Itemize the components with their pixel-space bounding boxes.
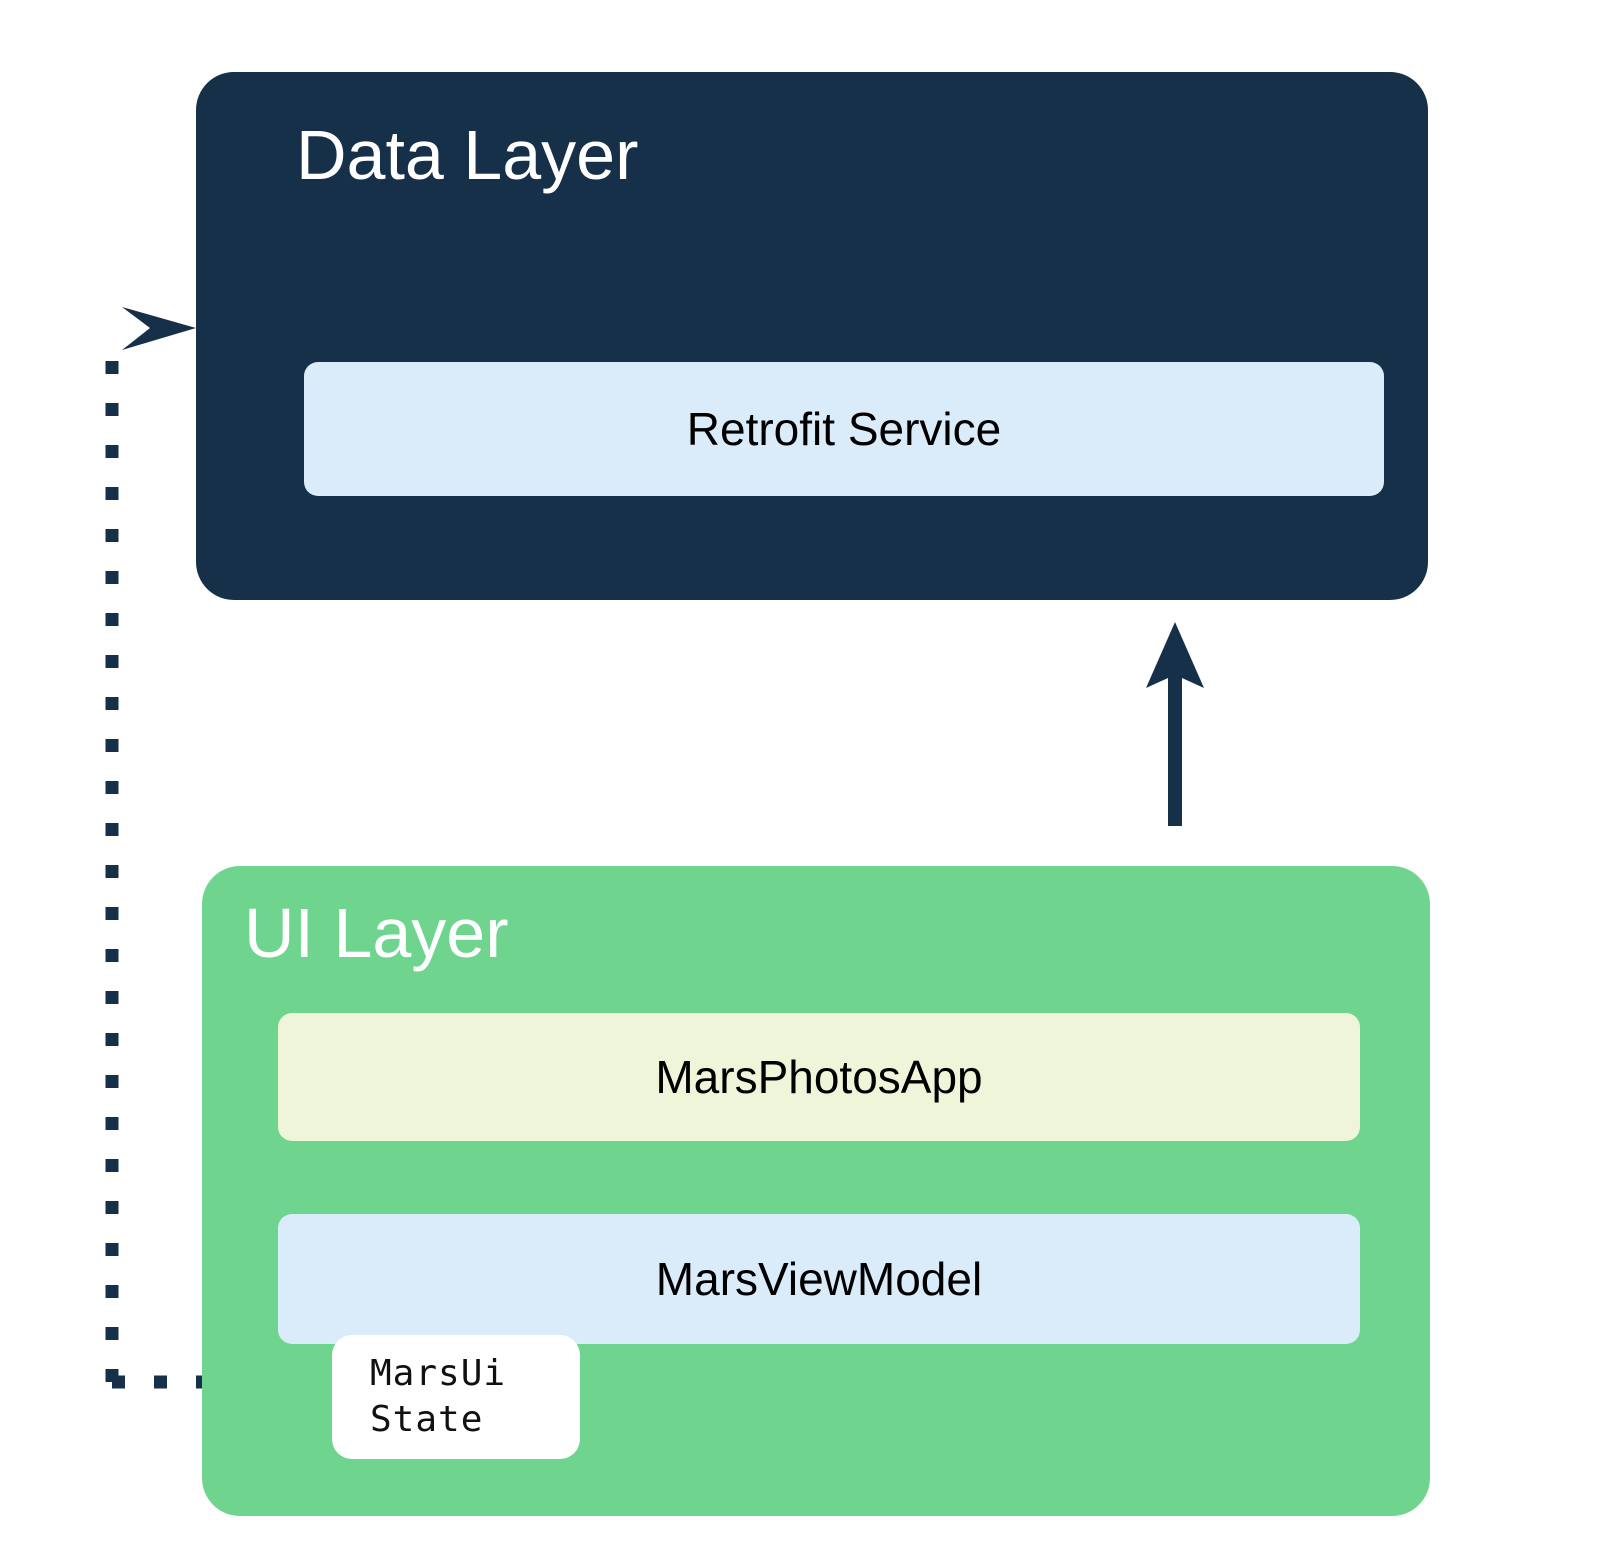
mars-ui-state-line-1: MarsUi — [370, 1352, 507, 1394]
data-layer-panel: Data Layer Retrofit Service — [196, 72, 1428, 600]
solid-connector-ui-to-data — [1146, 622, 1204, 826]
retrofit-service-box[interactable]: Retrofit Service — [304, 362, 1384, 496]
mars-ui-state-tag[interactable]: MarsUi State — [332, 1335, 580, 1459]
mars-ui-state-line-2: State — [370, 1399, 484, 1440]
ui-layer-title: UI Layer — [244, 894, 509, 972]
ui-layer-panel: UI Layer MarsPhotosApp MarsViewModel Mar… — [202, 866, 1430, 1516]
mars-view-model-box[interactable]: MarsViewModel — [278, 1214, 1360, 1344]
mars-photos-app-box[interactable]: MarsPhotosApp — [278, 1013, 1360, 1141]
data-layer-title: Data Layer — [296, 116, 639, 194]
